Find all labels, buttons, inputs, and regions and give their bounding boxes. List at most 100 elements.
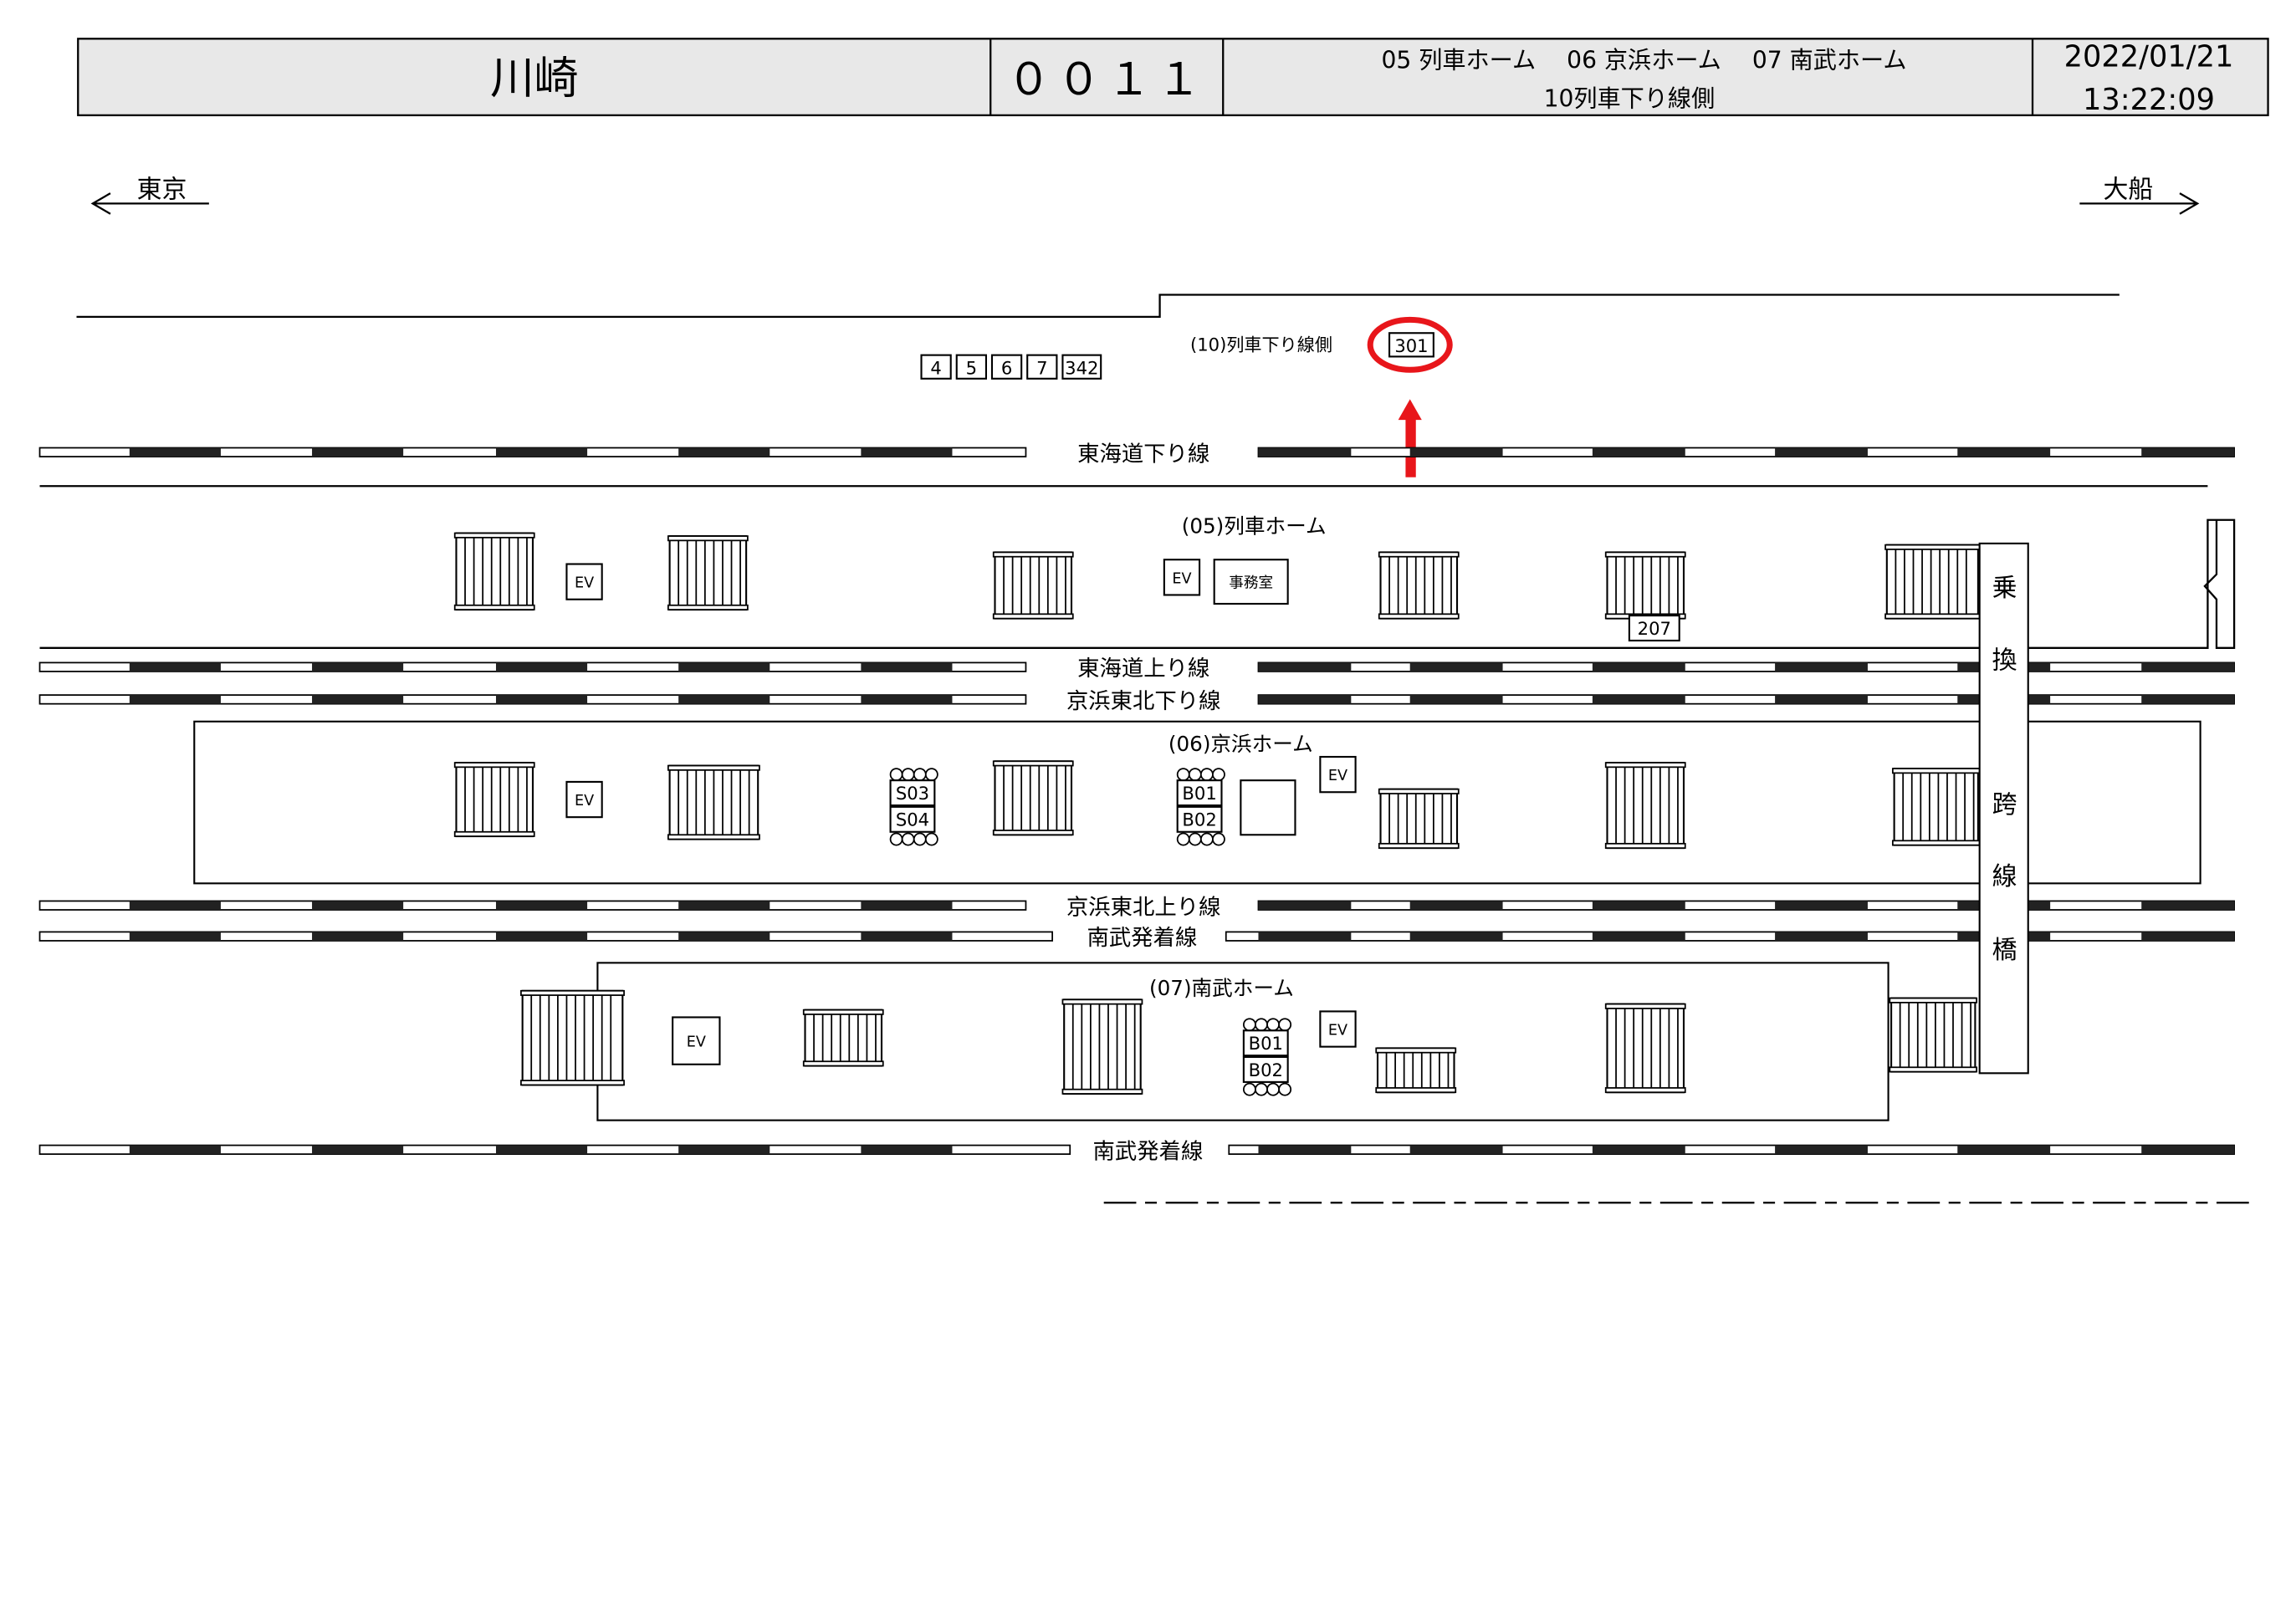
elevator-icon: EV (1319, 1010, 1357, 1048)
car-number-box[interactable]: 4 (920, 354, 952, 380)
car-number: 342 (1065, 358, 1098, 379)
stairs-icon (667, 764, 760, 840)
elevator-icon: EV (672, 1016, 721, 1065)
bridge-char: 乗 (1992, 574, 2017, 603)
track-hatch (1409, 901, 1503, 911)
platform-06-outline (193, 720, 2201, 885)
bridge-char: 換 (1992, 646, 2017, 675)
boundary-line (76, 294, 2120, 319)
stairs-icon (1604, 551, 1686, 620)
track-hatch (312, 662, 404, 672)
elevator-icon: EV (565, 780, 603, 819)
car-number-box[interactable]: 6 (990, 354, 1023, 380)
track-label: 京浜東北上り線 (1066, 895, 1221, 920)
track-hatch (2141, 901, 2235, 911)
track-hatch (861, 447, 953, 457)
track-hatch (678, 662, 770, 672)
stairs-icon (1604, 761, 1686, 850)
track-hatch (1409, 932, 1503, 941)
empty-square (1240, 779, 1296, 836)
elevator-icon: EV (1163, 559, 1201, 596)
car-number-box[interactable]: 7 (1026, 354, 1058, 380)
track-hatch (495, 447, 588, 457)
track-hatch (312, 447, 404, 457)
track-hatch (1592, 932, 1685, 941)
platform-05-outline (39, 485, 2236, 649)
track-hatch (1258, 662, 1352, 672)
track-hatch (129, 695, 221, 704)
stairs-icon (453, 761, 535, 838)
arrow-left-icon (90, 192, 209, 215)
car-number-301: 301 (1394, 335, 1428, 356)
track-hatch (1957, 447, 2051, 457)
track-label: 南武発着線 (1087, 926, 1198, 951)
track-hatch (1258, 447, 1352, 457)
track-hatch (2141, 447, 2235, 457)
track-hatch (2141, 662, 2235, 672)
direction-label-left: 東京 (137, 175, 187, 204)
stairs-icon (1378, 551, 1460, 620)
track-hatch (1258, 932, 1352, 941)
platform-05-label: (05)列車ホーム (1182, 514, 1327, 539)
pillar-label: S03 (896, 783, 929, 804)
stairs-icon (1375, 1047, 1457, 1094)
ev-label: EV (575, 575, 594, 592)
track-hatch (1258, 695, 1352, 704)
track-hatch (1592, 695, 1685, 704)
stairs-icon (1604, 1003, 1686, 1094)
stairs-icon (453, 532, 535, 611)
station-code: ００１１ (1007, 54, 1207, 105)
header-bar: 川崎 ００１１ 05 列車ホーム 06 京浜ホーム 07 南武ホーム 10列車下… (77, 38, 2269, 117)
stairs-icon (1889, 997, 1978, 1073)
car-number-box[interactable]: 5 (955, 354, 987, 380)
track-hatch (861, 901, 953, 911)
track-hatch (678, 901, 770, 911)
elevator-icon: EV (565, 563, 603, 600)
ev-label: EV (1172, 570, 1191, 587)
track-hatch (861, 932, 953, 941)
track-tokaido_down: 東海道下り線 (38, 442, 2235, 467)
track-label: 東海道上り線 (1077, 656, 1209, 682)
track-hatch (1409, 447, 1503, 457)
track-hatch (1409, 1145, 1503, 1155)
stairs-icon (992, 760, 1074, 836)
track-hatch (129, 662, 221, 672)
pillar-label: S04 (896, 809, 929, 830)
track-keihin_up: 京浜東北上り線 (38, 895, 2235, 920)
track-hatch (312, 695, 404, 704)
track-hatch (495, 1145, 588, 1155)
direction-ofuna: 大船 (2079, 175, 2200, 215)
track-hatch (312, 932, 404, 941)
pillar-label: B01 (1182, 783, 1216, 804)
track-hatch (861, 695, 953, 704)
track-hatch (2141, 695, 2235, 704)
track-hatch (678, 695, 770, 704)
highlighted-car-301[interactable]: 301 (1367, 316, 1453, 373)
track-hatch (129, 1145, 221, 1155)
side-summary: 10列車下り線側 (1544, 84, 1716, 112)
platform-07-label: (07)南武ホーム (1149, 976, 1294, 1000)
track-hatch (678, 1145, 770, 1155)
highlight-circle (1367, 316, 1453, 373)
track-hatch (1775, 662, 1868, 672)
direction-tokyo: 東京 (90, 175, 209, 215)
track-hatch (678, 447, 770, 457)
ev-label: EV (575, 793, 594, 809)
car-number: 4 (930, 358, 941, 379)
platforms-summary: 05 列車ホーム 06 京浜ホーム 07 南武ホーム (1381, 47, 1906, 74)
side-label: (10)列車下り線側 (1190, 334, 1332, 355)
track-hatch (861, 662, 953, 672)
car-number-box[interactable]: 342 (1061, 354, 1102, 380)
track-hatch (1258, 901, 1352, 911)
track-label: 南武発着線 (1093, 1139, 1204, 1164)
pillar-label: B01 (1249, 1033, 1283, 1054)
track-hatch (1592, 901, 1685, 911)
stairs (453, 532, 1981, 1095)
stairs-icon (802, 1009, 884, 1067)
direction-label-right: 大船 (2103, 175, 2153, 204)
